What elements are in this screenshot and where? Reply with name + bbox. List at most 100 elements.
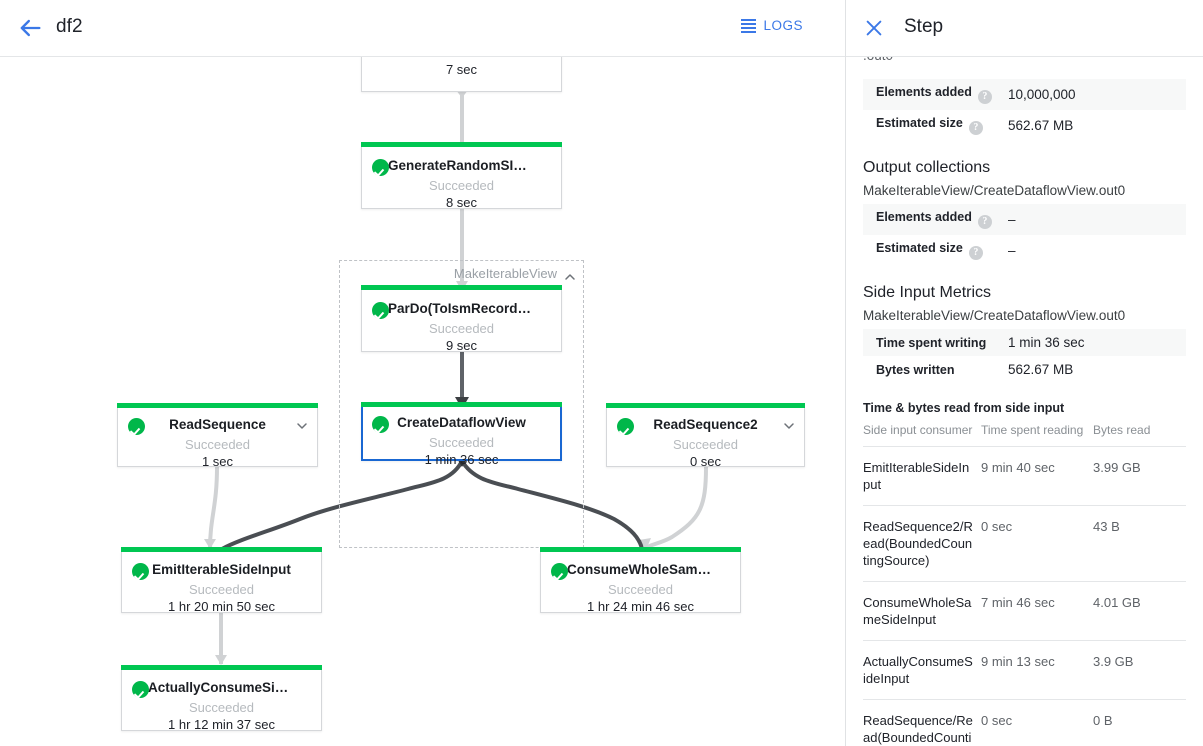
node-duration: 1 min 36 sec [424,452,499,467]
help-icon[interactable]: ? [968,246,983,260]
node-status-accent [121,547,322,552]
node-status: Succeeded [188,582,255,597]
cell-time: 0 sec [981,699,1093,746]
output-collections-pcollection: MakeIterableView/CreateDataflowView.out0 [863,183,1126,198]
graph-scrollbar-track[interactable] [830,57,845,746]
cell-time: 7 min 46 sec [981,581,1093,641]
node-status-accent [540,547,741,552]
metric-label: Estimated size [876,116,963,130]
graph-node[interactable]: ParDo(ToIsmRecordFor… Succeeded 9 sec [361,285,562,353]
node-status-accent [117,403,318,408]
graph-group-label: MakeIterableView [453,266,557,281]
cell-bytes: 3.9 GB [1093,640,1186,700]
metric-label: Estimated size [876,241,963,255]
help-icon[interactable]: ? [977,90,992,104]
graph-group-makeiterableview[interactable]: MakeIterableView [339,260,584,548]
node-status: Succeeded [184,437,251,452]
column-header-time-spent-reading: Time spent reading [981,419,1093,447]
node-status: Succeeded [362,57,561,60]
table-row: Time spent writing 1 min 36 sec [863,329,1186,356]
cell-consumer: ReadSequence/Read(BoundedCountingSource) [863,699,981,746]
metric-label: Elements added [876,210,972,224]
close-icon[interactable] [863,17,885,39]
graph-node[interactable]: Succeeded 7 sec [361,57,562,92]
metric-value: 562.67 MB [1008,118,1074,133]
node-duration: 7 sec [445,62,478,77]
help-icon[interactable]: ? [968,121,983,135]
node-duration: 0 sec [689,454,722,469]
node-title: EmitIterableSideInput [152,562,291,577]
node-title: ReadSequence [169,417,266,432]
cell-bytes: 0 B [1093,699,1186,746]
metric-label: Elements added [876,85,972,99]
table-row: Elements added? 10,000,000 [863,79,1186,110]
side-input-metrics-heading: Side Input Metrics [863,284,992,301]
node-duration: 1 sec [201,454,234,469]
success-check-icon [132,681,149,698]
graph-node[interactable]: ReadSequence2 Succeeded 0 sec [606,403,805,469]
chevron-down-icon[interactable] [296,419,308,431]
cell-time: 0 sec [981,505,1093,582]
node-duration: 1 hr 24 min 46 sec [587,599,694,614]
job-graph-canvas[interactable]: MakeIterableView Succeeded 7 sec Generat… [0,57,846,746]
success-check-icon [132,563,149,580]
table-row: Estimated size? 562.67 MB [863,110,1186,141]
side-input-write-metrics-table: Time spent writing 1 min 36 sec Bytes wr… [863,329,1186,383]
node-status-accent [361,285,562,290]
graph-node[interactable]: GenerateRandomSIData Succeeded 8 sec [361,142,562,210]
table-row: ActuallyConsumeSideInput 9 min 13 sec 3.… [863,640,1186,700]
side-input-read-table-title: Time & bytes read from side input [863,401,1065,415]
metric-label: Time spent writing [876,335,987,350]
cell-time: 9 min 13 sec [981,640,1093,700]
node-status: Succeeded [428,435,495,450]
table-header-row: Side input consumer Time spent reading B… [863,419,1186,447]
table-row: ReadSequence/Read(BoundedCountingSource)… [863,699,1186,746]
success-check-icon [551,563,568,580]
node-status: Succeeded [188,700,255,715]
cell-consumer: EmitIterableSideInput [863,446,981,506]
table-row: Bytes written 562.67 MB [863,356,1186,383]
list-icon [741,18,757,33]
app-toolbar: df2 LOGS [0,0,846,57]
table-row: ConsumeWholeSameSideInput 7 min 46 sec 4… [863,581,1186,641]
graph-node-selected[interactable]: CreateDataflowView Succeeded 1 min 36 se… [361,402,562,467]
help-icon[interactable]: ? [977,215,992,229]
success-check-icon [372,416,389,433]
success-check-icon [617,418,634,435]
graph-node[interactable]: ConsumeWholeSameSi… Succeeded 1 hr 24 mi… [540,547,741,614]
side-input-pcollection: MakeIterableView/CreateDataflowView.out0 [863,308,1126,323]
node-title: ActuallyConsumeSideI… [148,680,308,695]
logs-button-label: LOGS [763,18,803,33]
chevron-down-icon[interactable] [783,419,795,431]
page-title: df2 [56,16,83,37]
node-status: Succeeded [428,321,495,336]
graph-node[interactable]: ReadSequence Succeeded 1 sec [117,403,318,469]
node-duration: 8 sec [445,195,478,210]
metric-value: – [1008,243,1016,258]
node-title: GenerateRandomSIData [388,158,543,173]
output-collections-heading: Output collections [863,159,991,176]
chevron-up-icon[interactable] [564,270,576,282]
node-status-accent [361,402,562,407]
node-duration: 1 hr 12 min 37 sec [168,717,275,732]
success-check-icon [372,302,389,319]
table-row: EmitIterableSideInput 9 min 40 sec 3.99 … [863,446,1186,506]
side-input-read-table: Side input consumer Time spent reading B… [863,419,1186,746]
cell-bytes: 3.99 GB [1093,446,1186,506]
node-status: Succeeded [428,178,495,193]
metric-label: Bytes written [876,362,955,377]
logs-button[interactable]: LOGS [741,18,803,33]
cell-bytes: 4.01 GB [1093,581,1186,641]
input-metrics-table: Elements added? 10,000,000 Estimated siz… [863,79,1186,141]
node-title: CreateDataflowView [397,415,526,430]
node-duration: 1 hr 20 min 50 sec [168,599,275,614]
back-arrow-icon[interactable] [16,14,44,42]
node-title: ParDo(ToIsmRecordFor… [388,301,553,316]
cell-consumer: ActuallyConsumeSideInput [863,640,981,700]
graph-node[interactable]: EmitIterableSideInput Succeeded 1 hr 20 … [121,547,322,614]
table-row: Estimated size? – [863,235,1186,266]
column-header-side-input-consumer: Side input consumer [863,419,981,447]
step-details-panel: .out0 Elements added? 10,000,000 Estimat… [846,0,1203,746]
graph-node[interactable]: ActuallyConsumeSideI… Succeeded 1 hr 12 … [121,665,322,732]
